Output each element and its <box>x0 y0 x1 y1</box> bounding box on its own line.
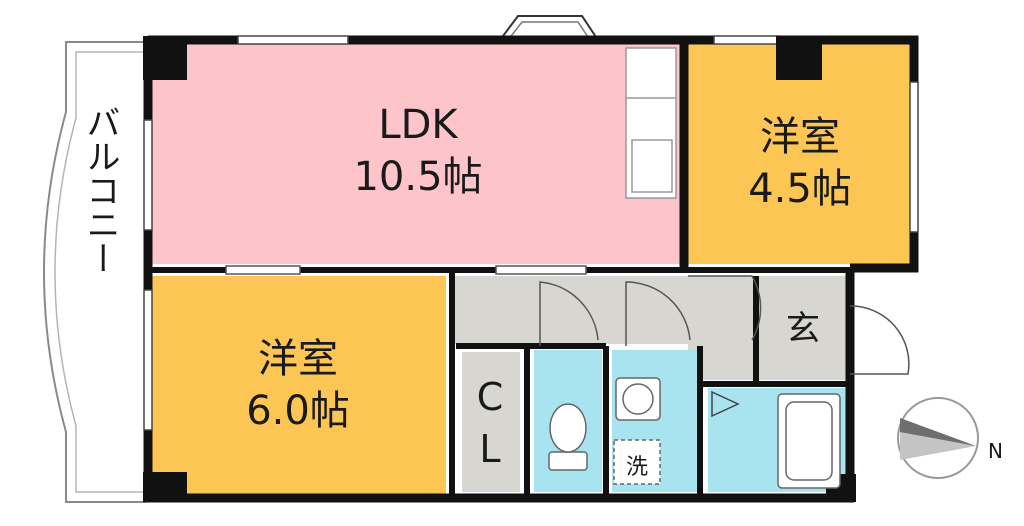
closet-label-1: C <box>477 375 504 419</box>
western-a-name: 洋室 <box>760 114 840 160</box>
western-a-size: 4.5帖 <box>748 166 852 212</box>
compass-north-label: N <box>988 439 1003 463</box>
western-b-name: 洋室 <box>258 336 338 382</box>
bathtub <box>777 393 841 489</box>
ldk-room <box>152 44 682 264</box>
compass-icon <box>897 397 979 479</box>
entrance-label: 玄 <box>786 309 820 349</box>
toilet <box>548 403 588 471</box>
western-b-size: 6.0帖 <box>246 388 350 434</box>
washer-spot <box>613 439 661 485</box>
balcony <box>43 41 145 503</box>
bay-window <box>499 15 599 41</box>
western-room-a <box>688 44 910 264</box>
closet-room <box>462 352 520 492</box>
doors <box>225 265 910 375</box>
ldk-name: LDK <box>378 102 459 148</box>
bath-door-marker <box>711 390 740 418</box>
ldk-size: 10.5帖 <box>353 154 482 200</box>
washbasin <box>615 377 661 421</box>
entrance-area <box>760 276 846 380</box>
balcony-label: バルコニー <box>80 105 120 275</box>
windows <box>143 35 919 431</box>
western-room-b <box>152 276 446 494</box>
closet-label-2: L <box>479 427 500 471</box>
washer-label: 洗 <box>626 455 648 480</box>
kitchen-counter <box>625 47 677 199</box>
pillars <box>143 36 856 502</box>
interior-walls <box>148 267 850 498</box>
